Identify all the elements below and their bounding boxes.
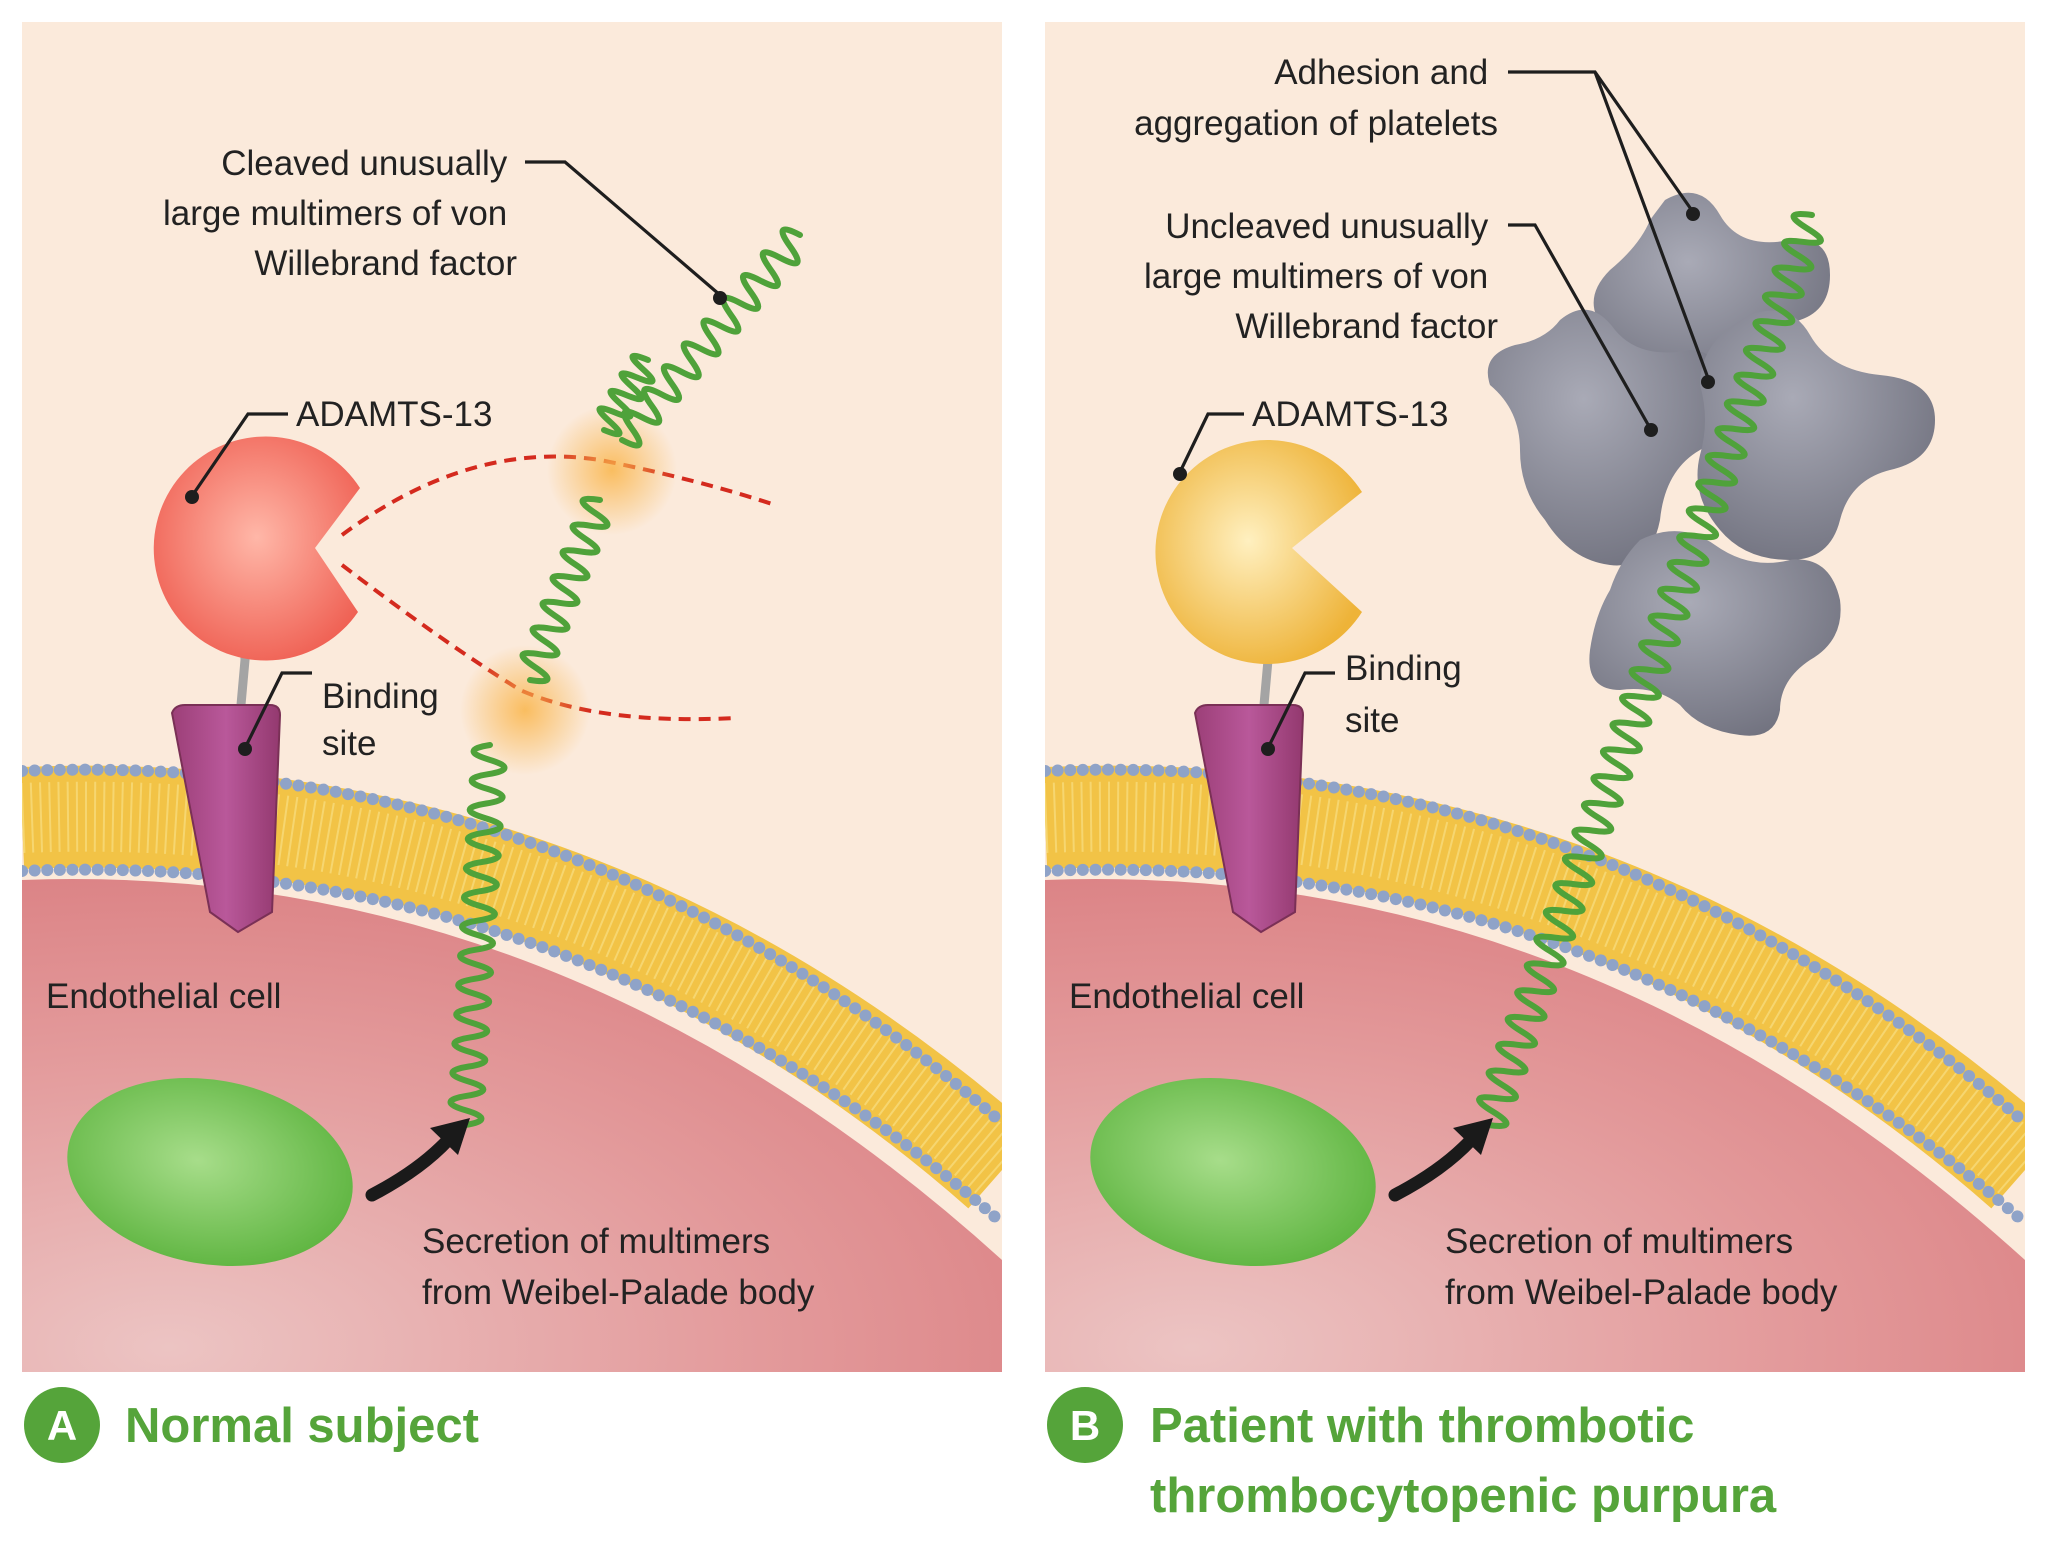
leader-dot-binding xyxy=(238,742,252,756)
leader-binding xyxy=(243,671,312,749)
panel-a: Cleaved unusually large multimers of von… xyxy=(22,22,1002,1463)
leader-adamts-b xyxy=(1178,412,1244,473)
label-endothelial-cell: Endothelial cell xyxy=(46,977,281,1016)
label-endothelial-cell-b: Endothelial cell xyxy=(1069,977,1304,1016)
leader-dot-adhesion-1 xyxy=(1686,207,1700,221)
leader-adamts xyxy=(190,412,288,497)
leader-dot-adhesion-2 xyxy=(1701,375,1715,389)
vwf-multimer-inner xyxy=(447,742,508,1128)
secretion-arrow xyxy=(365,1133,455,1202)
label-binding-site-b: Binding site xyxy=(1345,649,1472,740)
vwf-uncleaved-multimer xyxy=(1476,211,1824,1129)
label-secretion-b: Secretion of multimers from Weibel-Palad… xyxy=(1445,1222,1838,1312)
platelet-left xyxy=(1487,309,1728,566)
badge-a xyxy=(24,1387,100,1463)
cell-membrane xyxy=(22,763,1002,1229)
label-cleaved-vwf: Cleaved unusually large multimers of von… xyxy=(163,144,517,283)
caption-a: Normal subject xyxy=(125,1399,479,1453)
leader-cleaved xyxy=(525,160,722,297)
weibel-palade-body xyxy=(67,1078,353,1266)
secretion-arrow-head-b xyxy=(1453,1118,1493,1155)
adamts13-enzyme-b xyxy=(1155,440,1362,665)
leader-uncleaved xyxy=(1508,223,1652,429)
leader-dot-uncleaved xyxy=(1644,423,1658,437)
platelet-top xyxy=(1593,192,1830,391)
vwf-multimer-segment-lower xyxy=(519,495,611,685)
label-uncleaved-vwf: Uncleaved unusually large multimers of v… xyxy=(1144,207,1498,346)
leader-dot-cleaved xyxy=(713,291,727,305)
cleavage-site-glow-upper xyxy=(547,405,677,535)
secretion-arrow-b xyxy=(1388,1133,1478,1202)
binding-site-receptor xyxy=(170,704,282,934)
leader-dot-adamts xyxy=(185,490,199,504)
label-adhesion: Adhesion and aggregation of platelets xyxy=(1134,53,1498,143)
binding-site-receptor-b xyxy=(1193,704,1305,934)
cleavage-site-glow-lower xyxy=(460,645,590,775)
badge-a-letter: A xyxy=(47,1402,77,1449)
badge-b-letter: B xyxy=(1070,1402,1100,1449)
weibel-palade-body-b xyxy=(1090,1078,1376,1266)
leader-dot-adamts-b xyxy=(1173,467,1187,481)
label-binding-site: Binding site xyxy=(322,677,449,763)
label-secretion: Secretion of multimers from Weibel-Palad… xyxy=(422,1222,815,1312)
adamts13-enzyme xyxy=(153,436,360,661)
vwf-multimer-segment-middle xyxy=(596,352,656,438)
panel-b: Adhesion and aggregation of platelets Un… xyxy=(1045,22,2025,1523)
vwf-multimer-segment-upper xyxy=(619,226,803,449)
badge-b xyxy=(1047,1387,1123,1463)
leader-binding-b xyxy=(1266,671,1335,749)
label-adamts13-b: ADAMTS-13 xyxy=(1252,395,1448,434)
leader-dot-binding-b xyxy=(1261,742,1275,756)
label-adamts13: ADAMTS-13 xyxy=(296,395,492,434)
caption-b: Patient with thrombotic thrombocytopenic… xyxy=(1150,1399,1777,1523)
secretion-arrow-head xyxy=(430,1118,470,1155)
leader-adhesion xyxy=(1508,70,1710,379)
